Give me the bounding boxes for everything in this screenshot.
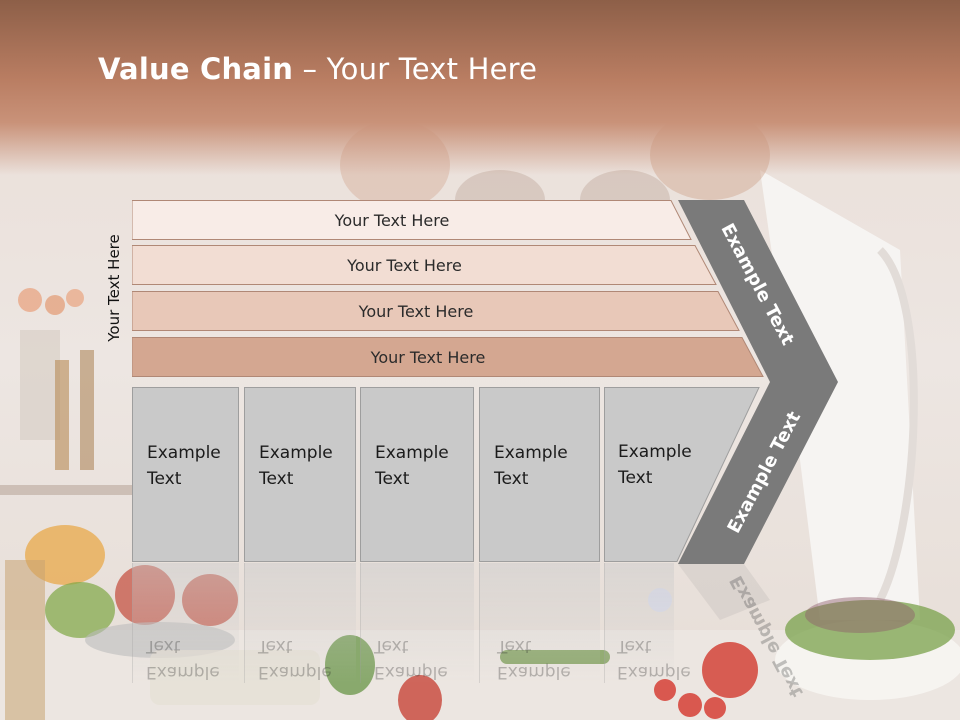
reflection-cell <box>132 563 239 683</box>
title-separator: – <box>293 52 327 86</box>
reflection-text: Text <box>617 636 652 656</box>
title-rest: Your Text Here <box>326 52 538 86</box>
cell-line-1: Example <box>147 443 221 463</box>
row-label: Your Text Here <box>370 347 486 367</box>
title-band <box>0 0 960 175</box>
row-label: Your Text Here <box>347 255 462 275</box>
reflection-cell <box>479 563 600 683</box>
value-row-4: Your Text Here <box>132 337 764 377</box>
cell-line-2: Text <box>147 469 182 489</box>
row-shape <box>132 245 717 285</box>
reflection-text: Text <box>374 636 409 656</box>
activity-cell-5: Example Text <box>604 387 764 562</box>
cell-line-1: Example <box>375 443 449 463</box>
value-row-2: Your Text Here <box>132 245 717 285</box>
row-label: Your Text Here <box>358 301 474 321</box>
cell-line-2: Text <box>375 469 410 489</box>
activity-cell-4: Example Text <box>479 387 600 562</box>
cell-5-shape <box>604 387 760 562</box>
reflection-text: Example <box>146 662 220 682</box>
row-shape <box>132 291 740 331</box>
cell-line-1: Example <box>259 443 333 463</box>
cell-line-1: Example <box>494 443 568 463</box>
reflection-text: Example <box>258 662 332 682</box>
cell-line-2: Text <box>618 468 653 488</box>
activity-cell-2: Example Text <box>244 387 356 562</box>
cell-line-1: Example <box>618 442 692 462</box>
row-shape <box>132 337 764 377</box>
reflection-text: Example <box>617 662 691 682</box>
reflection-cell <box>604 563 674 683</box>
cell-line-2: Text <box>494 469 529 489</box>
reflection-text: Example <box>497 662 571 682</box>
reflection-text: Text <box>258 636 293 656</box>
reflection-text: Text <box>146 636 181 656</box>
reflection-area: Text Example Text Example Text Example T… <box>0 563 960 720</box>
row-label: Your Text Here <box>334 210 450 230</box>
reflection-cell <box>244 563 356 683</box>
reflection-chevron-text: Example Text <box>726 571 808 701</box>
value-row-1: Your Text Here <box>132 200 692 240</box>
value-row-3: Your Text Here <box>132 291 740 331</box>
row-shape <box>132 200 692 240</box>
activity-cell-1: Example Text <box>132 387 239 562</box>
reflection-cell <box>360 563 474 683</box>
cell-line-2: Text <box>259 469 294 489</box>
slide-title: Value Chain – Your Text Here <box>98 52 537 86</box>
reflection-text: Text <box>497 636 532 656</box>
activity-cell-3: Example Text <box>360 387 474 562</box>
reflection-text: Example <box>374 662 448 682</box>
title-bold: Value Chain <box>98 52 294 86</box>
